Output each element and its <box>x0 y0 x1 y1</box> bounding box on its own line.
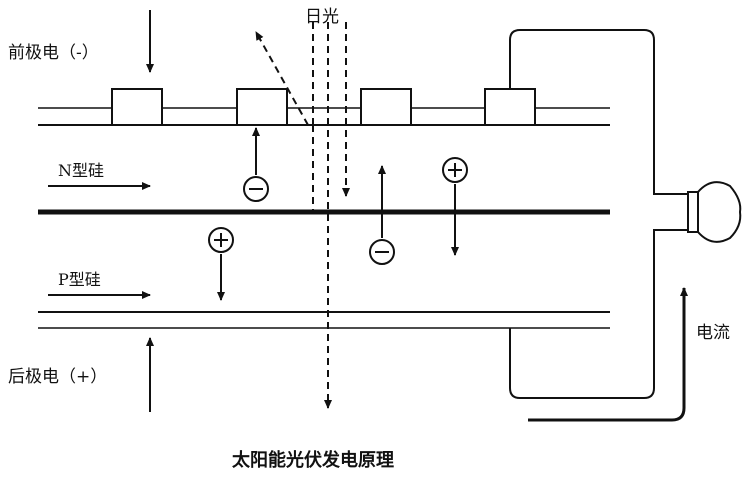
electrode-contact <box>236 88 288 126</box>
electrode-contact <box>360 88 412 126</box>
external-circuit-bottom-wire <box>509 229 690 399</box>
back-electrode-label: 后极电（+） <box>8 367 107 387</box>
external-circuit-top-wire <box>509 29 690 195</box>
front-electrode-label: 前极电（-） <box>8 43 99 63</box>
electrode-contact <box>484 88 536 126</box>
hole-carrier <box>442 157 468 256</box>
current-label: 电流 <box>696 323 730 343</box>
sunlight-label: 日光 <box>305 7 339 27</box>
light-bulb-icon <box>687 181 742 243</box>
electron-carrier <box>369 165 395 265</box>
p-silicon-label: P型硅 <box>58 270 101 289</box>
n-silicon-label: N型硅 <box>58 161 104 180</box>
current-arrow <box>528 287 688 422</box>
electron-carrier <box>243 127 269 202</box>
electrode-contact <box>111 88 163 126</box>
sunlight-reflected-ray <box>255 31 309 126</box>
diagram-title: 太阳能光伏发电原理 <box>232 449 394 471</box>
hole-carrier <box>208 227 234 301</box>
